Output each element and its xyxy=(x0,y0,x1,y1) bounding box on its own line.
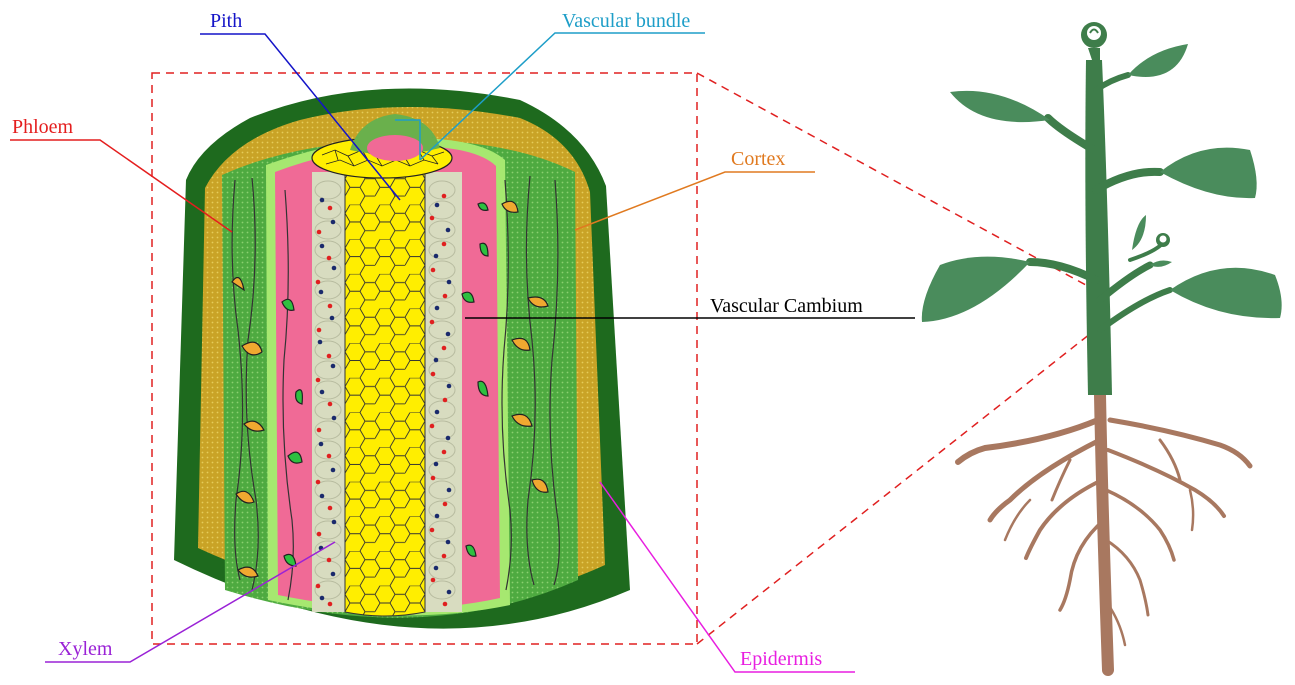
plant-roots xyxy=(958,395,1250,670)
plant-top-bud xyxy=(1081,22,1107,60)
leaf-bud xyxy=(1132,215,1146,250)
label-cortex: Cortex xyxy=(731,148,785,170)
label-vascular-bundle: Vascular bundle xyxy=(562,10,690,32)
label-epidermis: Epidermis xyxy=(740,648,822,670)
leaf-top-right xyxy=(1128,44,1188,77)
stem-section xyxy=(174,88,630,628)
leaf-lower-left xyxy=(922,257,1030,322)
zoom-line-top xyxy=(697,73,1095,290)
plant-illustration xyxy=(922,22,1282,670)
label-xylem: Xylem xyxy=(58,638,112,660)
pith-core xyxy=(345,170,425,616)
label-vascular-cambium: Vascular Cambium xyxy=(710,295,863,317)
leaf-lower-right xyxy=(1170,268,1282,318)
leaf-top-left xyxy=(950,91,1050,122)
label-phloem: Phloem xyxy=(12,116,73,138)
label-pith: Pith xyxy=(210,10,242,32)
vascular-bundle-phloem xyxy=(367,135,423,161)
cortex-leader xyxy=(575,172,815,230)
epidermis-leader xyxy=(600,482,855,672)
plant-small-bud xyxy=(1156,233,1170,247)
zoom-line-bottom xyxy=(697,330,1095,644)
plant-stem xyxy=(1085,60,1112,395)
leaf-mid-right xyxy=(1160,148,1257,199)
